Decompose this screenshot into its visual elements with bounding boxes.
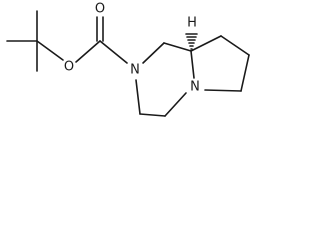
bond-c8a-n5 — [190, 50, 195, 79]
bond-c8-c7 — [220, 35, 250, 56]
atom-label-ether-oxygen: O — [64, 60, 74, 75]
bond-n5-c4 — [164, 92, 187, 117]
bond-tbu-to-ether-o — [36, 40, 64, 61]
carbamate-linkage — [75, 16, 128, 64]
atom-label-bridgehead-nitrogen: N — [190, 80, 200, 95]
atom-label-carbonyl-oxygen: O — [95, 2, 105, 17]
bond-c6-n5 — [204, 89, 242, 92]
stereo-hash-wedge — [185, 33, 198, 50]
bond-c3-n2 — [135, 79, 141, 115]
tert-butyl-group — [6, 10, 64, 72]
bond-c8a-c8 — [190, 35, 222, 52]
pyrrolidine-ring — [190, 35, 250, 92]
bond-c4-c3 — [139, 113, 166, 117]
bond-c1-c8a — [163, 42, 192, 52]
bond-n2-c1 — [142, 42, 165, 64]
atom-label-carbamate-nitrogen: N — [130, 63, 140, 78]
chemical-structure-diagram: O O N N H 8a — [6, 2, 250, 117]
bond-carbonyl-c-to-n — [99, 40, 128, 64]
piperazine-ring — [135, 42, 195, 117]
atom-label-stereo-hydrogen: H — [187, 16, 197, 31]
bond-c7-c6 — [240, 54, 250, 92]
bond-ether-o-to-carbonyl-c — [75, 40, 101, 63]
